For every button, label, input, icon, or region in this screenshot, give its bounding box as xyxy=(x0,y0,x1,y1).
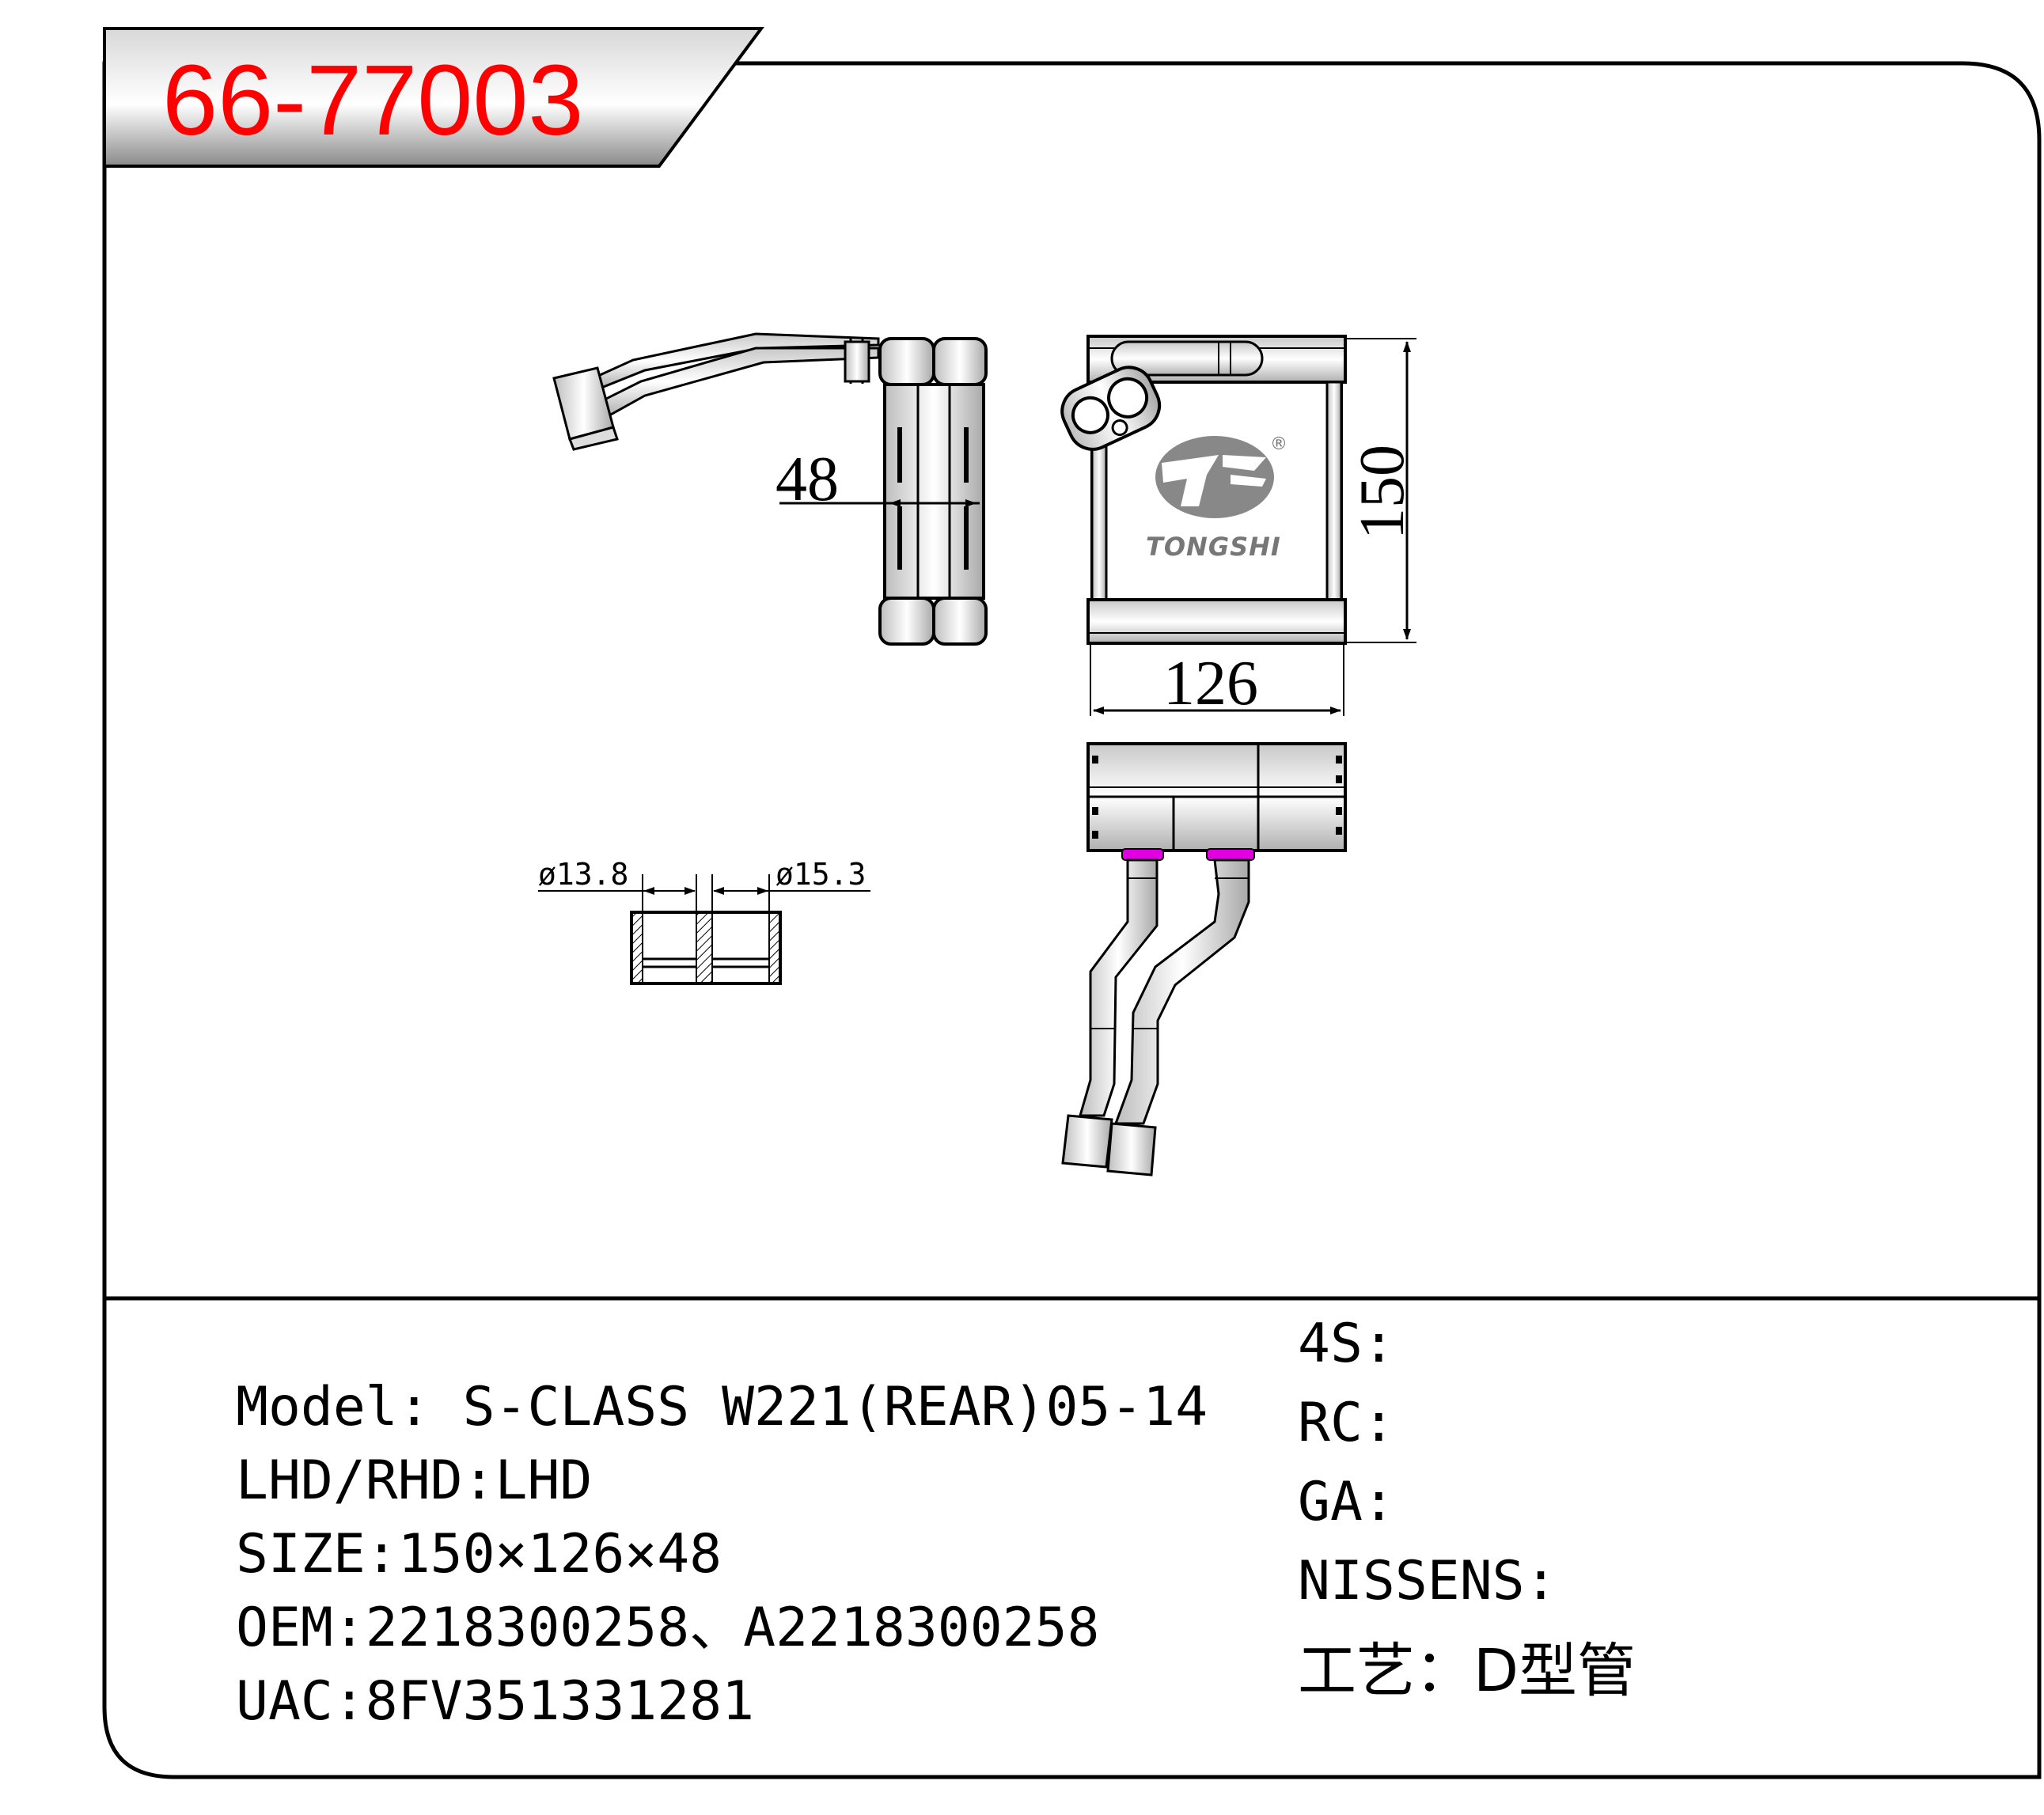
outlet-seal-left xyxy=(1121,848,1164,861)
dim-depth: 48 xyxy=(776,445,839,514)
bottom-view xyxy=(1061,742,1347,1177)
side-tank-top-left xyxy=(878,337,935,386)
outlet-fitting-right xyxy=(1106,1122,1157,1177)
dim-port-left: ø13.8 xyxy=(538,857,628,892)
spec-ga: GA: xyxy=(1298,1471,1395,1533)
front-view: ® TONGSHI 150 126 xyxy=(1060,335,1417,718)
spec-model: Model: S-CLASS W221(REAR)05-14 xyxy=(236,1376,1208,1438)
spec-process: 工艺：D型管 xyxy=(1298,1637,1636,1705)
spec-oem: OEM:2218300258、A2218300258 xyxy=(236,1597,1100,1659)
dim-width: 126 xyxy=(1163,649,1258,718)
spec-size: SIZE:150×126×48 xyxy=(236,1523,722,1586)
outlet-fitting-left xyxy=(1061,1114,1113,1169)
outlet-pipe-right xyxy=(1113,858,1250,1125)
spec-rc: RC: xyxy=(1298,1392,1395,1454)
side-view: 48 xyxy=(552,332,988,646)
outlet-seal-right xyxy=(1206,848,1255,861)
spec-uac: UAC:8FV351331281 xyxy=(236,1670,755,1733)
port-section: ø13.8 ø15.3 xyxy=(538,857,870,985)
logo-text: TONGSHI xyxy=(1146,532,1281,562)
spec-4s: 4S: xyxy=(1298,1313,1395,1375)
side-tank-top-right xyxy=(932,337,988,386)
title-tab xyxy=(103,27,764,168)
logo-registered: ® xyxy=(1270,434,1287,454)
outlet-pipe-left xyxy=(1079,858,1159,1117)
side-tank-bottom-left xyxy=(878,597,935,646)
dim-port-right: ø15.3 xyxy=(776,857,866,892)
spec-nissens: NISSENS: xyxy=(1298,1550,1557,1612)
sheet-border xyxy=(102,61,2042,1779)
side-tank-bottom-right xyxy=(932,597,988,646)
part-number: 66-77003 xyxy=(162,44,584,156)
dim-height: 150 xyxy=(1348,445,1417,540)
tongshi-logo: ® TONGSHI xyxy=(1146,434,1287,562)
front-tank-bottom xyxy=(1086,598,1347,645)
spec-lhd-rhd: LHD/RHD:LHD xyxy=(236,1449,593,1512)
front-fitting-block xyxy=(1060,366,1162,451)
